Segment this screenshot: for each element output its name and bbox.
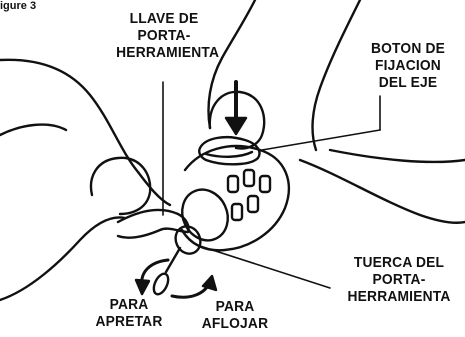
label-loosen: PARA AFLOJAR [199,298,271,332]
left-hand-lower [0,217,125,300]
label-collet-wrench: LLAVE DE PORTA- HERRAMIENTA [116,10,212,61]
label-shaft-lock-button: BOTON DE FIJACION DEL EJE [362,40,454,91]
leader-collet-nut [200,246,330,288]
left-finger [0,125,66,135]
bit-tip [151,271,171,296]
right-hand-back [313,0,360,150]
label-collet-nut: TUERCA DEL PORTA- HERRAMIENTA [345,254,454,305]
label-tighten: PARA APRETAR [95,296,163,330]
left-thumb [91,158,150,214]
tool-nose [174,182,236,248]
right-wrist [330,150,465,162]
left-hand-outline [0,60,170,205]
right-hand-top [209,0,256,128]
right-hand-lower [300,160,465,223]
